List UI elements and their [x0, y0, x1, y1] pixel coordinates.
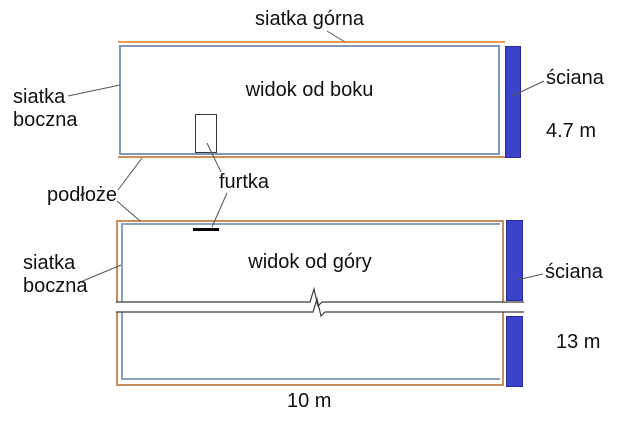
side-view-caption: widok od boku	[245, 79, 374, 101]
label-width-10m: 10 m	[287, 390, 332, 412]
wall-top-view-upper	[506, 220, 523, 301]
gate-line-top-view	[193, 228, 219, 231]
label-depth-13m: 13 m	[556, 331, 601, 353]
wall-top-view-lower	[506, 316, 523, 387]
label-siatka-boczna-top-line1: siatka	[23, 252, 76, 274]
label-sciana-top: ściana	[545, 261, 603, 283]
leader-podloze-up	[117, 157, 143, 191]
label-podloze: podłoże	[47, 184, 118, 206]
label-siatka-boczna-top: siatka boczna	[23, 252, 88, 298]
label-furtka: furtka	[219, 171, 270, 193]
top-view-lower-net-outline	[121, 312, 500, 380]
ground-line-side-view	[118, 156, 505, 158]
wall-side-view	[505, 46, 521, 158]
top-net-line	[118, 41, 505, 43]
top-view-caption: widok od góry	[248, 251, 372, 273]
label-height-4-7m: 4.7 m	[546, 120, 597, 142]
label-siatka-gorna: siatka górna	[255, 8, 364, 30]
label-siatka-boczna-side: siatka boczna	[13, 86, 78, 132]
label-siatka-boczna-side-line2: boczna	[13, 109, 78, 131]
gate-rect-side-view	[195, 114, 217, 153]
leader-podloze-down	[116, 200, 141, 222]
label-siatka-boczna-side-line1: siatka	[13, 86, 66, 108]
side-view-outline	[119, 45, 500, 155]
label-siatka-boczna-top-line2: boczna	[23, 275, 88, 297]
label-sciana-side: ściana	[546, 67, 604, 89]
